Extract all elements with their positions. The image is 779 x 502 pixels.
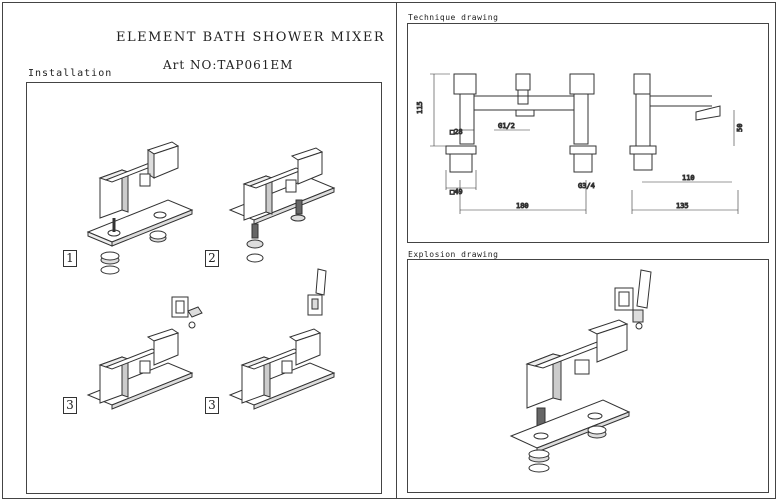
explosion-handset [614, 269, 652, 330]
installation-label: Installation [28, 68, 113, 79]
step1-illustration [86, 141, 194, 275]
step2-illustration [228, 147, 336, 263]
explosion-deck-plate [509, 399, 631, 453]
technique-drawing-label: Technique drawing [408, 13, 499, 22]
explosion-drawing-label: Explosion drawing [408, 250, 499, 259]
step-marker-3a: 3 [63, 397, 77, 414]
front-view-body [445, 73, 597, 173]
side-view-body [629, 73, 721, 171]
product-title: ELEMENT BATH SHOWER MIXER [116, 30, 386, 45]
technique-panel [407, 23, 769, 243]
explosion-illustration [509, 269, 652, 473]
article-label: Art NO: [163, 58, 218, 72]
dim-110: 110 [682, 174, 695, 182]
step3b-handset [307, 268, 327, 316]
dim-g12: G1/2 [498, 122, 515, 130]
dim-height-115: 115 [416, 101, 424, 114]
dim-sq28: □28 [450, 128, 463, 136]
dim-g34: G3/4 [578, 182, 595, 190]
explosion-panel [407, 259, 769, 493]
sheet-divider [396, 2, 397, 499]
side-view-dimension-lines [631, 110, 739, 214]
dim-50: 50 [736, 124, 744, 132]
step-marker-3b: 3 [205, 397, 219, 414]
explosion-mixer-body [525, 319, 629, 427]
step3a-wall-bracket [171, 296, 203, 329]
front-view-dimension-lines [430, 73, 587, 214]
technique-front-view: 115 □28 G1/2 □49 180 G3/4 50 110 135 [416, 73, 745, 214]
dim-180: 180 [516, 202, 529, 210]
dim-sq49: □49 [450, 188, 463, 196]
step1-mixer-body [98, 141, 180, 232]
step1-deck-plate [86, 199, 194, 247]
step3a-illustration [86, 296, 203, 410]
step-marker-1: 1 [63, 250, 77, 267]
step1-nuts [100, 230, 167, 275]
step-marker-2: 2 [205, 250, 219, 267]
article-code: TAP061EM [217, 58, 294, 72]
article-number: Art NO:TAP061EM [163, 58, 293, 72]
step3b-illustration [228, 268, 336, 410]
dim-135: 135 [676, 202, 689, 210]
explosion-nuts [528, 425, 607, 473]
installation-panel [26, 82, 382, 494]
